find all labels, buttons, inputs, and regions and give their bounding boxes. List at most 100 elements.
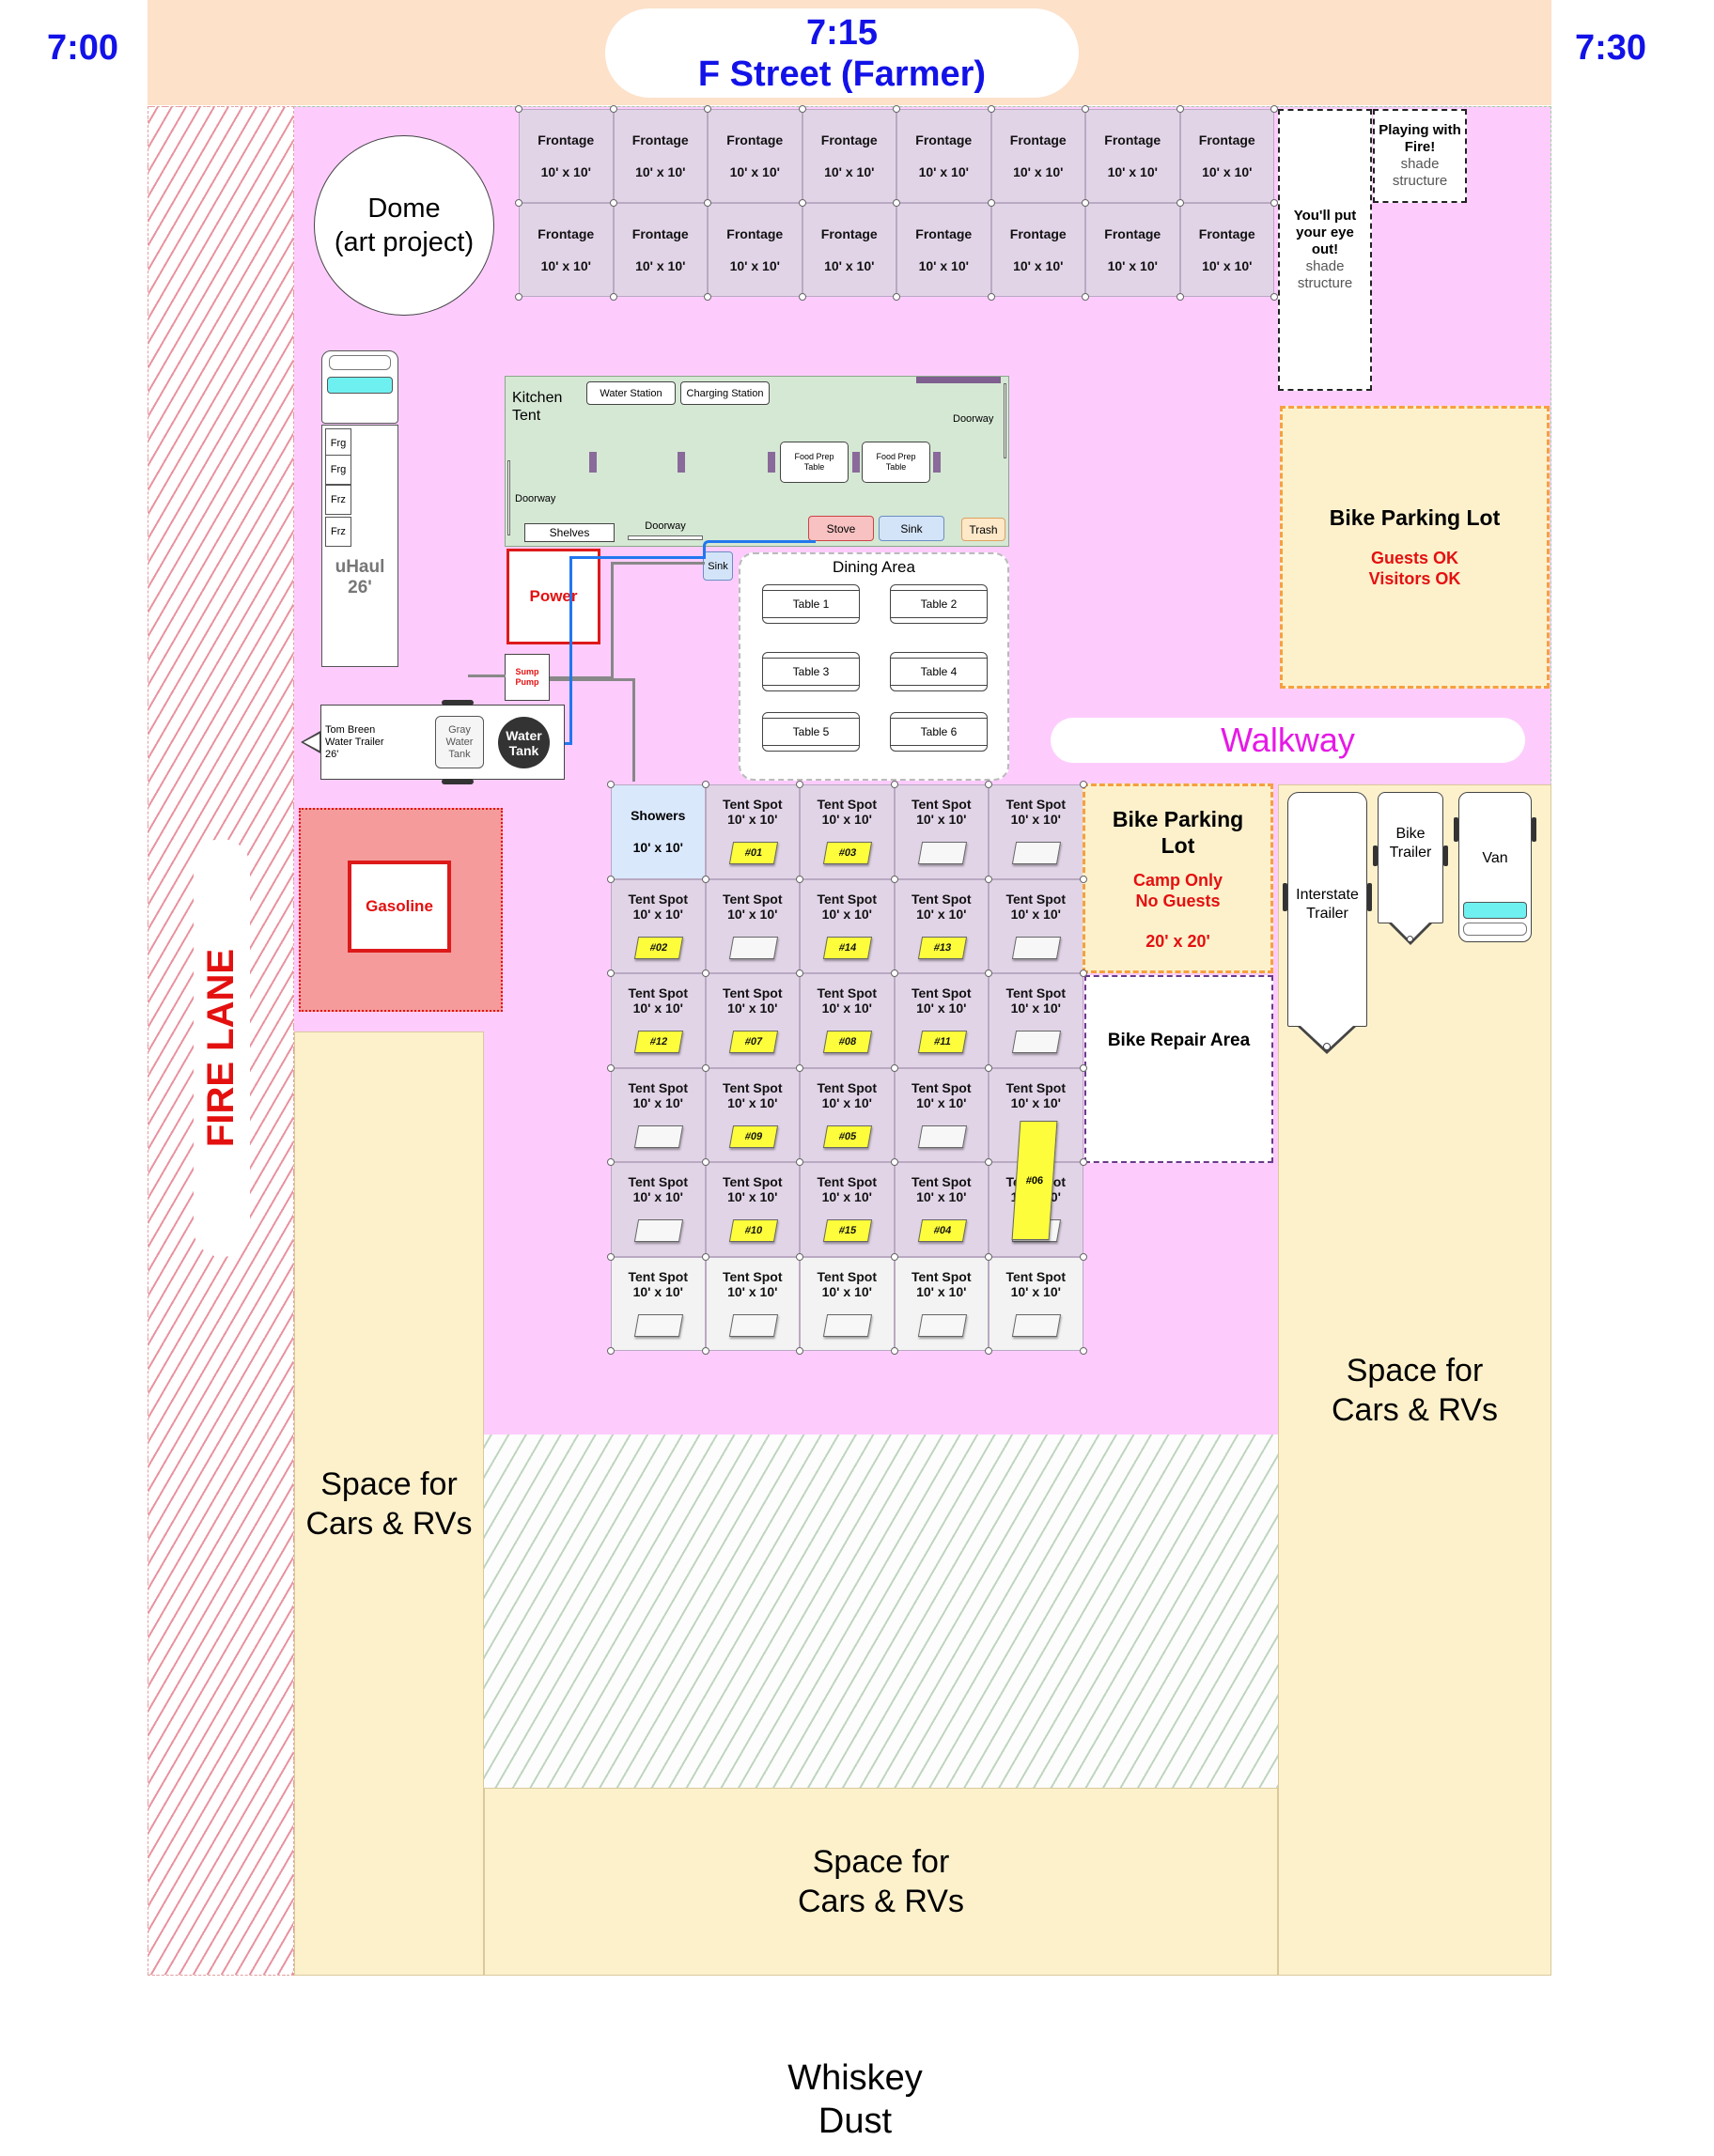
- kitchen-tent-title: Kitchen Tent: [512, 390, 563, 424]
- grid-anchor: [1270, 105, 1278, 113]
- interstate-trailer: Interstate Trailer: [1287, 792, 1367, 1027]
- bike-parking-lot-camp: Bike Parking Lot Camp Only No Guests 20'…: [1083, 783, 1273, 973]
- grid-anchor: [1079, 875, 1087, 883]
- tent-spot-size: 10' x 10': [821, 1094, 872, 1110]
- grid-anchor: [890, 1252, 898, 1261]
- van-mirror-left: [1454, 817, 1458, 842]
- frontage-size: 10' x 10': [729, 164, 780, 179]
- bike-trailer-hitch-ball: [1407, 936, 1413, 942]
- tent-tag-empty: [634, 1313, 684, 1337]
- grid-anchor: [796, 1063, 803, 1072]
- van-hood: [1463, 923, 1527, 936]
- grid-anchor: [701, 969, 709, 977]
- grid-anchor: [890, 781, 898, 788]
- walkway: Walkway: [1051, 718, 1525, 763]
- kitchen-doorway-right-label: Doorway: [953, 413, 994, 425]
- frontage-size: 10' x 10': [635, 164, 686, 179]
- tent-spot-title: Tent Spot: [628, 985, 688, 1000]
- kitchen-sink: Sink: [879, 516, 944, 541]
- grid-anchor: [796, 1347, 803, 1355]
- grid-anchor: [985, 1252, 992, 1261]
- tent-tag: #12: [634, 1031, 684, 1053]
- tent-tag: #07: [728, 1031, 778, 1053]
- grid-anchor: [1176, 293, 1184, 301]
- frontage-size: 10' x 10': [540, 164, 591, 179]
- grid-anchor: [985, 969, 992, 977]
- grid-anchor: [1082, 105, 1089, 113]
- tent-spot-title: Tent Spot: [1005, 1268, 1066, 1284]
- grid-anchor: [796, 781, 803, 788]
- fire-lane-label: FIRE LANE: [194, 839, 250, 1257]
- grid-anchor: [704, 293, 711, 301]
- tent-tag-empty: [1012, 842, 1062, 864]
- grid-anchor: [796, 969, 803, 977]
- tent-spot-size: 10' x 10': [821, 1283, 872, 1299]
- uhaul-cab-roof: [329, 355, 391, 370]
- grid-anchor: [798, 199, 806, 207]
- grid-anchor: [607, 1347, 615, 1355]
- grid-anchor: [987, 199, 995, 207]
- bike-trailer-wheel-right: [1443, 845, 1448, 866]
- grid-anchor: [515, 293, 522, 301]
- dining-table-5: Table 5: [762, 712, 860, 752]
- van: [1458, 792, 1532, 942]
- kitchen-doorway-right-post: [1004, 383, 1006, 458]
- food-prep-table-2: Food Prep Table: [862, 442, 930, 483]
- tent-spot-title: Tent Spot: [722, 1174, 783, 1189]
- frontage-size: 10' x 10': [824, 258, 875, 273]
- frontage-label: Frontage: [1104, 132, 1161, 147]
- interstate-trailer-hitch-ball: [1323, 1043, 1331, 1050]
- interstate-wheel-left: [1283, 883, 1287, 911]
- grid-anchor: [1270, 293, 1278, 301]
- tent-spot-title: Tent Spot: [817, 797, 877, 812]
- water-station: Water Station: [586, 381, 676, 405]
- tent-tag: #14: [823, 936, 873, 959]
- tent-spot-title: Tent Spot: [628, 1079, 688, 1095]
- tent-tag: #11: [917, 1031, 967, 1053]
- tent-spot-size: 10' x 10': [1010, 1283, 1061, 1299]
- uhaul-freezer-2: Frz: [325, 517, 351, 547]
- gray-pipe: [611, 562, 705, 678]
- frontage-size: 10' x 10': [918, 164, 969, 179]
- tent-spot-size: 10' x 10': [916, 1000, 967, 1016]
- frontage-size: 10' x 10': [729, 258, 780, 273]
- frontage-label: Frontage: [1198, 132, 1255, 147]
- showers-size: 10' x 10': [632, 840, 683, 856]
- tent-tag: #01: [728, 842, 778, 864]
- kitchen-post-5: [933, 452, 941, 473]
- water-tank: Water Tank: [498, 717, 550, 768]
- tent-tag: #03: [823, 842, 873, 864]
- tent-spot-title: Tent Spot: [722, 1268, 783, 1284]
- food-prep-table-1: Food Prep Table: [780, 442, 849, 483]
- tent-spot-title: Tent Spot: [817, 1268, 877, 1284]
- tent-tag-empty: [917, 842, 967, 864]
- tent-spot-title: Tent Spot: [817, 1079, 877, 1095]
- cars-rv-space-bottom: Space for Cars & RVs: [484, 1788, 1278, 1976]
- frontage-size: 10' x 10': [824, 164, 875, 179]
- grid-anchor: [701, 1063, 709, 1072]
- grid-anchor: [701, 1252, 709, 1261]
- tent-spot-title: Tent Spot: [911, 891, 972, 907]
